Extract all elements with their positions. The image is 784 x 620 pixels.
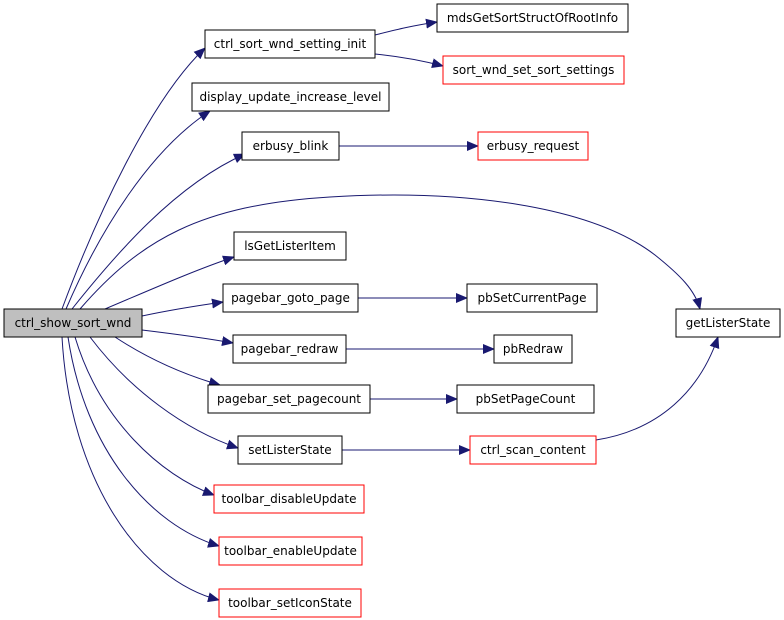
edge-arrow	[104, 255, 235, 310]
node-box	[237, 435, 343, 465]
edge-root-to-toolbar_enableUpdate	[67, 336, 220, 548]
edge-root-to-ctrl_sort_wnd_setting_init	[61, 47, 206, 310]
node-box	[204, 29, 376, 59]
edge-root-to-lsGetListerItem	[104, 255, 235, 310]
node-label: pagebar_redraw	[241, 342, 339, 356]
edge-root-to-pagebar_goto_page	[141, 298, 224, 317]
node-label: ctrl_sort_wnd_setting_init	[214, 37, 367, 51]
node-box	[218, 536, 363, 566]
node-box	[222, 283, 359, 313]
node-label: getListerState	[686, 316, 771, 330]
node-box	[213, 484, 365, 514]
node-box	[241, 131, 340, 161]
edge-arrow	[141, 298, 224, 317]
node-pagebar_redraw[interactable]: pagebar_redraw	[232, 334, 347, 364]
edge-arrow	[61, 336, 220, 603]
node-label: pagebar_goto_page	[231, 291, 350, 305]
node-label: pbSetCurrentPage	[477, 291, 586, 305]
node-ctrl_scan_content[interactable]: ctrl_scan_content	[469, 435, 597, 465]
node-toolbar_enableUpdate[interactable]: toolbar_enableUpdate	[218, 536, 363, 566]
node-box	[207, 384, 371, 414]
edge-arrow	[141, 329, 234, 346]
node-box	[233, 231, 347, 261]
edge-arrow	[114, 336, 221, 387]
edge-arrow	[595, 336, 720, 441]
edge-root-to-display_update_increase_level	[65, 110, 211, 310]
node-root[interactable]: ctrl_show_sort_wnd	[3, 308, 143, 338]
node-pagebar_goto_page[interactable]: pagebar_goto_page	[222, 283, 359, 313]
edge-root-to-setListerState	[89, 336, 239, 450]
edge-ctrl_sort_wnd_setting_init-to-sort_wnd_set_sort_settings	[374, 53, 444, 69]
node-box	[232, 334, 347, 364]
node-label: erbusy_request	[487, 139, 580, 153]
node-label: toolbar_enableUpdate	[224, 544, 357, 558]
node-getListerState[interactable]: getListerState	[675, 308, 781, 338]
node-box	[466, 283, 598, 313]
edges-layer	[61, 18, 720, 603]
node-pagebar_set_pagecount[interactable]: pagebar_set_pagecount	[207, 384, 371, 414]
node-pbSetPageCount[interactable]: pbSetPageCount	[456, 384, 595, 414]
edge-root-to-toolbar_setIconState	[61, 336, 220, 603]
node-label: pbRedraw	[503, 342, 563, 356]
edge-root-to-erbusy_blink	[71, 153, 246, 310]
edge-root-to-getListerState	[79, 194, 703, 310]
node-box	[218, 588, 362, 618]
edge-arrow	[74, 336, 215, 496]
node-box	[191, 82, 390, 112]
node-mdsGetSortStructOfRootInfo[interactable]: mdsGetSortStructOfRootInfo	[436, 3, 629, 33]
node-label: erbusy_blink	[253, 139, 329, 153]
node-toolbar_setIconState[interactable]: toolbar_setIconState	[218, 588, 362, 618]
node-box	[675, 308, 781, 338]
node-label: lsGetListerItem	[244, 239, 336, 253]
node-lsGetListerItem[interactable]: lsGetListerItem	[233, 231, 347, 261]
node-label: mdsGetSortStructOfRootInfo	[447, 11, 618, 25]
node-label: pbSetPageCount	[476, 392, 576, 406]
nodes-layer: ctrl_show_sort_wnd ctrl_sort_wnd_setting_…	[3, 3, 781, 618]
node-label: ctrl_scan_content	[480, 443, 586, 457]
node-display_update_increase_level[interactable]: display_update_increase_level	[191, 82, 390, 112]
node-label: display_update_increase_level	[199, 90, 381, 104]
node-box	[436, 3, 629, 33]
edge-root-to-pagebar_redraw	[141, 329, 234, 346]
node-box	[493, 334, 573, 364]
node-box	[442, 55, 625, 85]
edge-arrow	[65, 110, 211, 310]
node-erbusy_blink[interactable]: erbusy_blink	[241, 131, 340, 161]
edge-arrow	[61, 47, 206, 310]
edge-root-to-pagebar_set_pagecount	[114, 336, 221, 387]
node-label: sort_wnd_set_sort_settings	[453, 63, 615, 77]
node-label: ctrl_show_sort_wnd	[15, 316, 132, 330]
node-pbRedraw[interactable]: pbRedraw	[493, 334, 573, 364]
node-label: toolbar_disableUpdate	[222, 492, 357, 506]
node-erbusy_request[interactable]: erbusy_request	[477, 131, 589, 161]
edge-root-to-toolbar_disableUpdate	[74, 336, 215, 496]
edge-arrow	[89, 336, 239, 450]
node-label: pagebar_set_pagecount	[217, 392, 361, 406]
edge-arrow	[71, 153, 246, 310]
node-box	[456, 384, 595, 414]
node-label: setListerState	[248, 443, 331, 457]
node-setListerState[interactable]: setListerState	[237, 435, 343, 465]
edge-arrow	[67, 336, 220, 548]
edge-arrow	[374, 18, 438, 36]
edge-arrow	[374, 53, 444, 69]
edge-ctrl_sort_wnd_setting_init-to-mdsGetSortStructOfRootInfo	[374, 18, 438, 36]
edge-ctrl_scan_content-to-getListerState	[595, 336, 720, 441]
node-toolbar_disableUpdate[interactable]: toolbar_disableUpdate	[213, 484, 365, 514]
edge-arrow	[79, 194, 703, 310]
node-box	[469, 435, 597, 465]
node-box	[3, 308, 143, 338]
node-sort_wnd_set_sort_settings[interactable]: sort_wnd_set_sort_settings	[442, 55, 625, 85]
node-label: toolbar_setIconState	[228, 596, 352, 610]
node-pbSetCurrentPage[interactable]: pbSetCurrentPage	[466, 283, 598, 313]
node-ctrl_sort_wnd_setting_init[interactable]: ctrl_sort_wnd_setting_init	[204, 29, 376, 59]
node-box	[477, 131, 589, 161]
